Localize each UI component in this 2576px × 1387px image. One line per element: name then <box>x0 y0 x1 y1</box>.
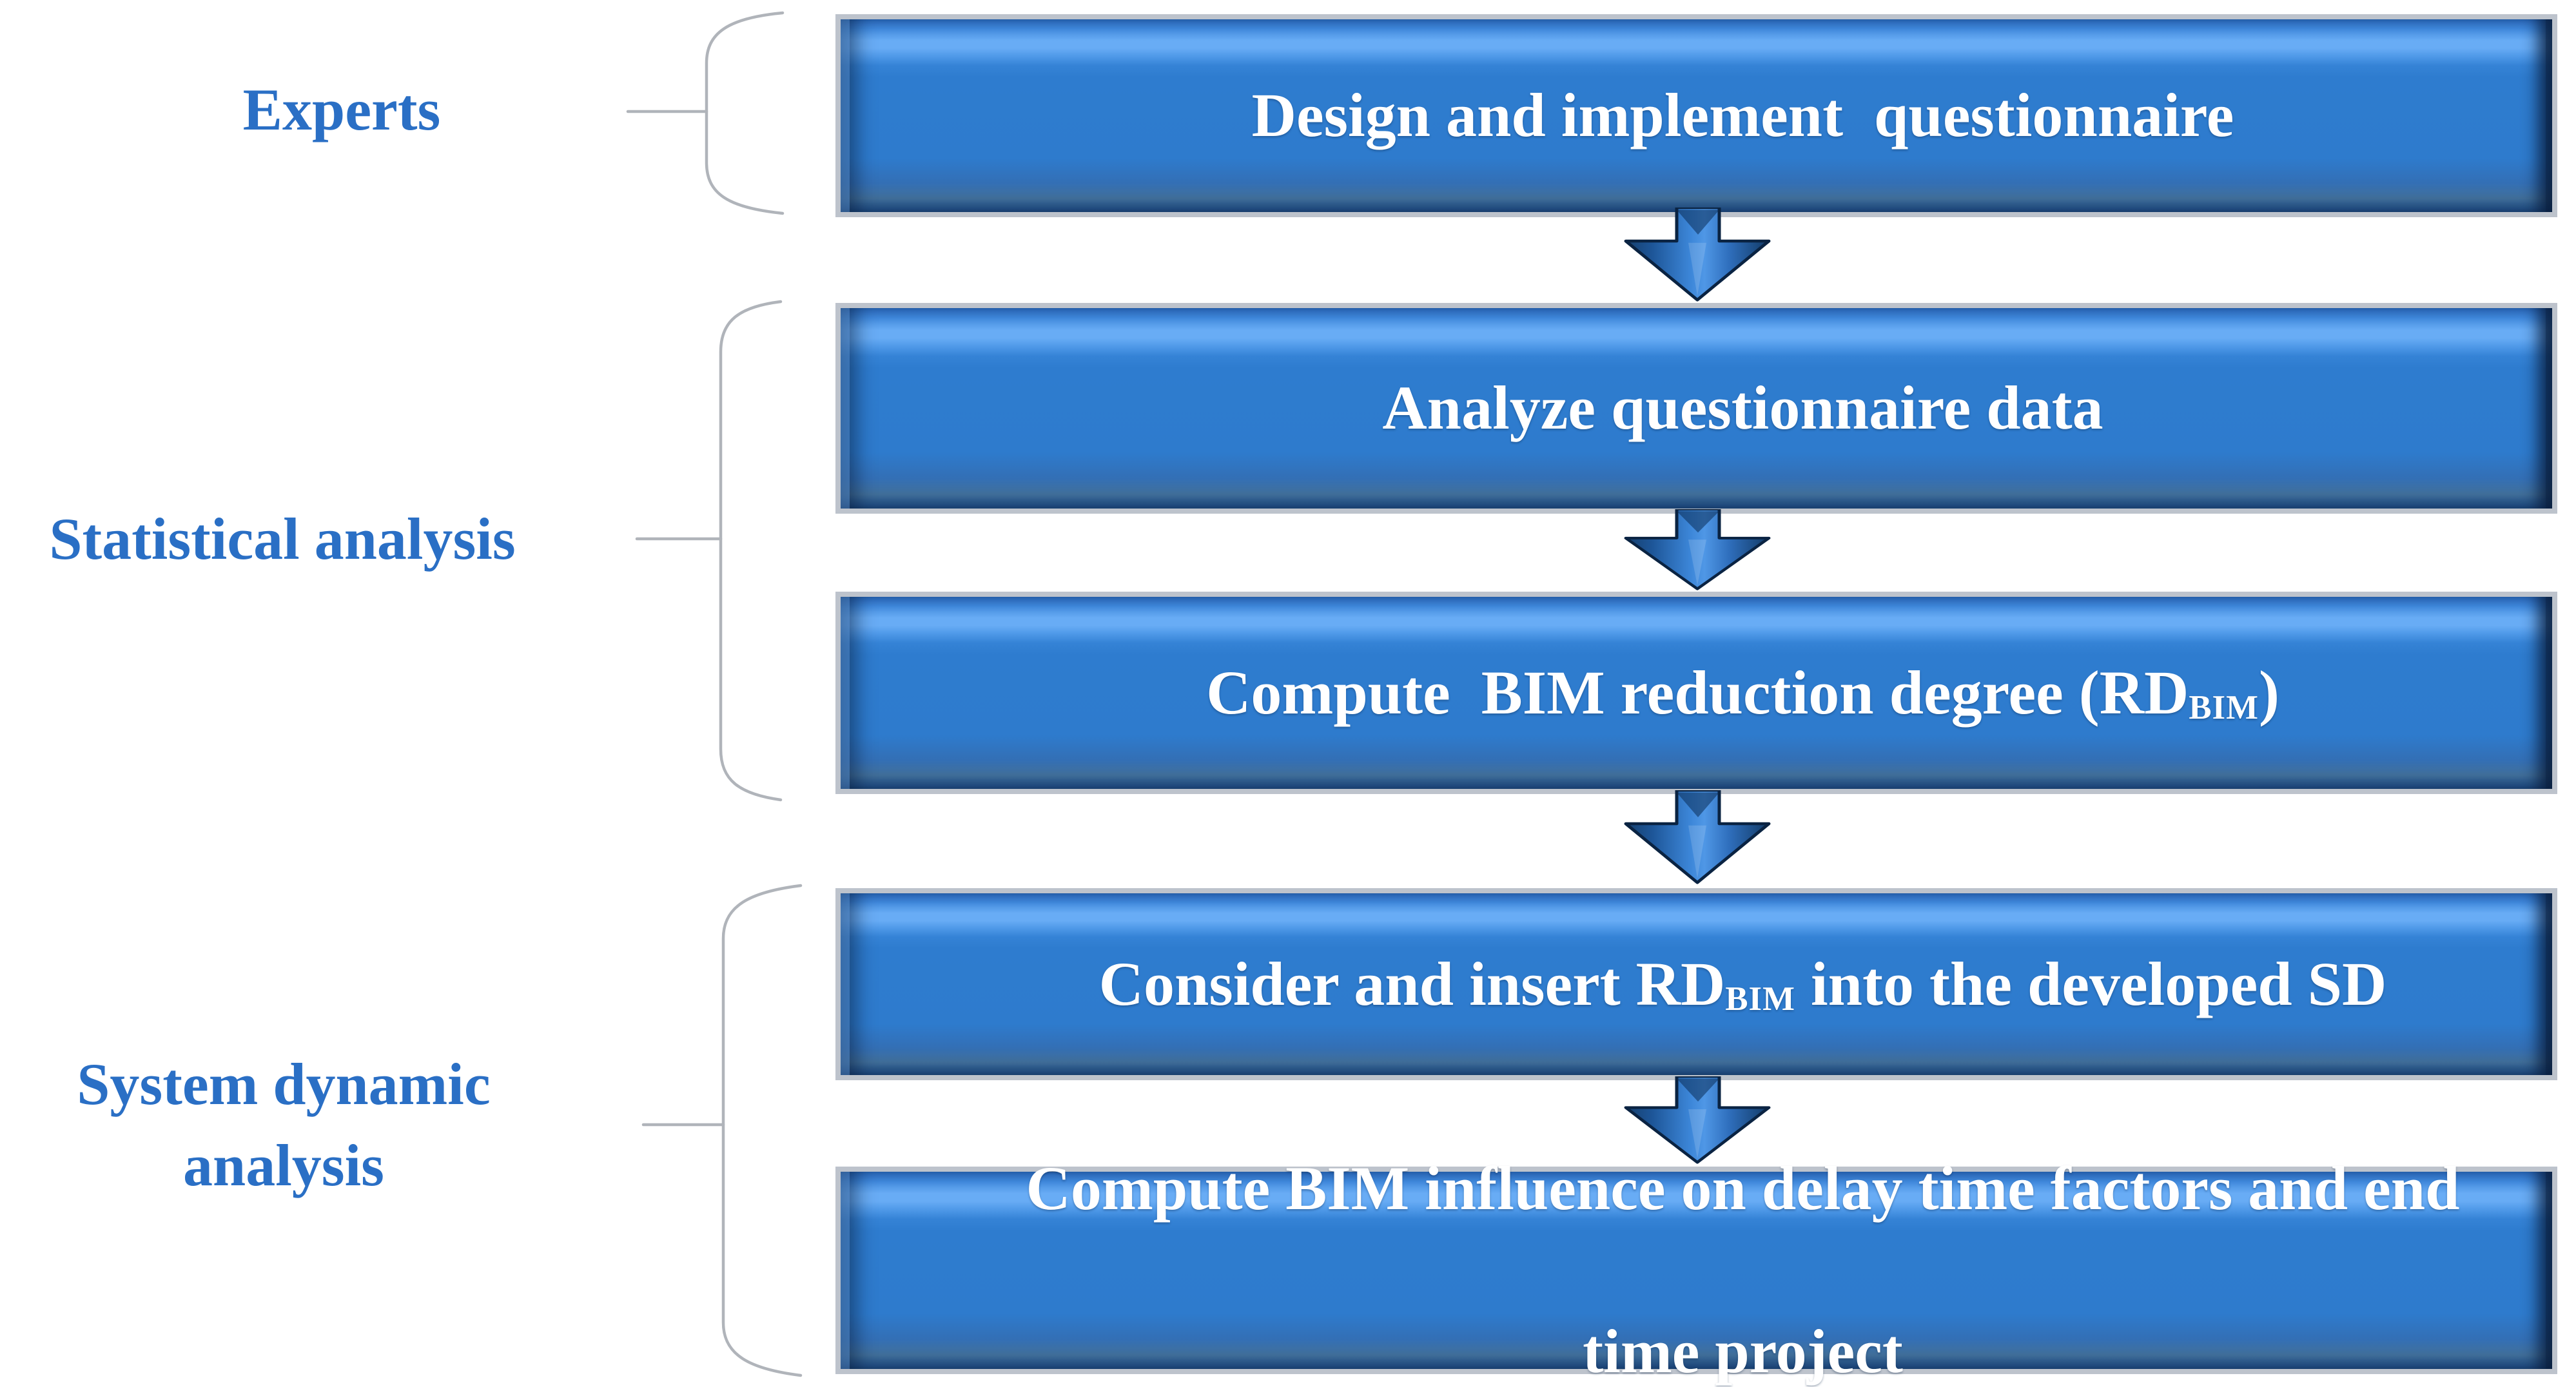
flow-box-label: Analyze questionnaire data <box>1251 286 2142 530</box>
flow-box-label: Compute BIM reduction degree (RDBIM) <box>1075 570 2318 815</box>
down-arrow-icon <box>1624 509 1771 590</box>
flow-box-compute-bim-influence: Compute BIM influence on delay time fact… <box>835 1154 2557 1386</box>
box1-text: Design and implement questionnaire <box>1251 81 2234 150</box>
flow-box-label: Design and implement questionnaire <box>1120 0 2273 238</box>
box4-subscript: BIM <box>1725 980 1795 1018</box>
box4-text-end: into the developed SD <box>1795 949 2387 1018</box>
side-label-system-dynamic-analysis: System dynamic analysis <box>26 1043 542 1206</box>
brace-system-dynamic-icon <box>641 884 803 1377</box>
down-arrow-icon <box>1624 208 1771 302</box>
box5-line2: time project <box>1583 1317 1903 1386</box>
side-label-line2: analysis <box>183 1132 384 1198</box>
down-arrow-icon <box>1624 1076 1771 1164</box>
flow-box-design-questionnaire: Design and implement questionnaire <box>835 14 2557 217</box>
box5-line1: Compute BIM influence on delay time fact… <box>1026 1153 2460 1223</box>
flow-box-compute-rd-bim: Compute BIM reduction degree (RDBIM) <box>835 592 2557 794</box>
box4-text: Consider and insert RD <box>1098 949 1726 1018</box>
box3-subscript: BIM <box>2189 688 2259 726</box>
box3-text-end: ) <box>2258 657 2279 727</box>
flow-box-analyze-data: Analyze questionnaire data <box>835 303 2557 514</box>
flow-box-label: Compute BIM influence on delay time fact… <box>895 1066 2499 1387</box>
down-arrow-icon <box>1624 790 1771 884</box>
flow-box-insert-rd-bim-sd: Consider and insert RDBIM into the devel… <box>835 888 2557 1080</box>
flow-box-label: Consider and insert RDBIM into the devel… <box>968 862 2426 1107</box>
side-label-statistical-analysis: Statistical analysis <box>49 506 516 572</box>
box2-text: Analyze questionnaire data <box>1382 373 2103 443</box>
side-label-line1: System dynamic <box>77 1051 491 1117</box>
box3-text: Compute BIM reduction degree (RD <box>1206 657 2189 727</box>
brace-experts-icon <box>626 11 785 215</box>
brace-statistical-icon <box>635 300 783 802</box>
side-label-experts: Experts <box>242 77 441 142</box>
